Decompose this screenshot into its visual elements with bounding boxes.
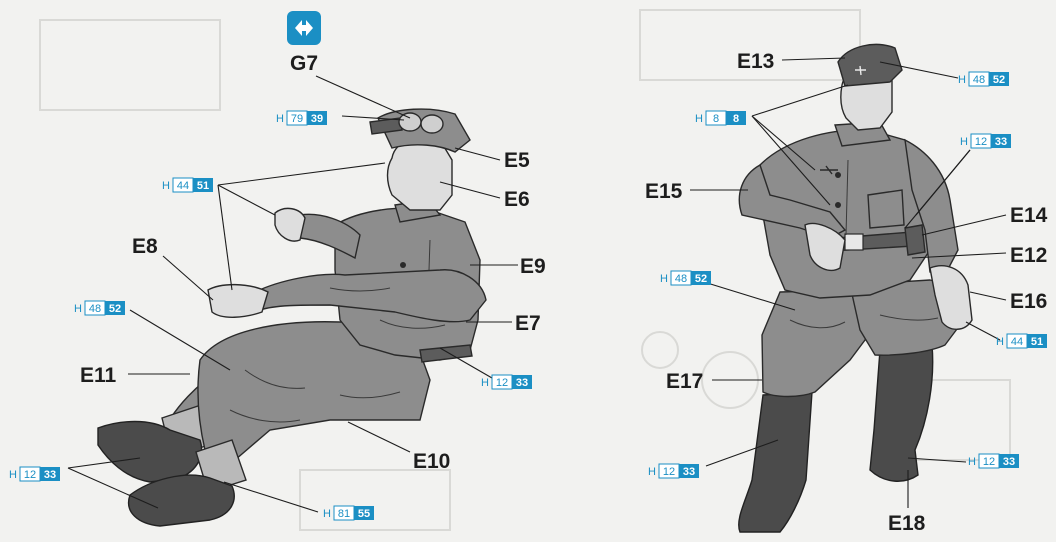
paint-code-chip: H 48 52 <box>660 271 711 285</box>
paint-prefix: H <box>968 456 976 468</box>
paint-code-a: 48 <box>675 273 687 285</box>
paint-code-b: 8 <box>733 113 739 125</box>
paint-code-b: 55 <box>358 508 370 520</box>
paint-code-a: 12 <box>975 136 987 148</box>
paint-code-b: 52 <box>109 303 121 315</box>
paint-prefix: H <box>695 113 703 125</box>
paint-prefix: H <box>323 508 331 520</box>
paint-code-a: 79 <box>291 113 303 125</box>
part-label-e5: E5 <box>504 149 530 172</box>
part-label-e11: E11 <box>80 364 117 387</box>
paint-code-a: 12 <box>24 469 36 481</box>
paint-code-chip: H 79 39 <box>276 111 327 125</box>
paint-code-b: 33 <box>683 466 695 478</box>
paint-code-b: 39 <box>311 113 323 125</box>
paint-prefix: H <box>162 180 170 192</box>
part-label-e17: E17 <box>666 370 703 393</box>
paint-code-b: 51 <box>1031 336 1043 348</box>
part-label-e14: E14 <box>1010 204 1048 227</box>
paint-code-b: 52 <box>695 273 707 285</box>
paint-code-a: 12 <box>983 456 995 468</box>
paint-code-a: 81 <box>338 508 350 520</box>
paint-code-a: 48 <box>89 303 101 315</box>
paint-prefix: H <box>481 377 489 389</box>
part-label-e9: E9 <box>520 255 546 278</box>
paint-prefix: H <box>960 136 968 148</box>
paint-prefix: H <box>660 273 668 285</box>
paint-code-a: 44 <box>1011 336 1023 348</box>
paint-code-chip: H 44 51 <box>162 178 213 192</box>
right-seated-figure <box>739 44 972 532</box>
paint-code-b: 33 <box>516 377 528 389</box>
part-label-e12: E12 <box>1010 244 1047 267</box>
paint-code-chip: H 12 33 <box>648 464 699 478</box>
paint-prefix: H <box>276 113 284 125</box>
paint-code-chip: H 48 52 <box>74 301 125 315</box>
g7-badge: G7 <box>287 11 321 75</box>
paint-code-b: 33 <box>44 469 56 481</box>
paint-code-chip: H 48 52 <box>958 72 1009 86</box>
paint-code-b: 52 <box>993 74 1005 86</box>
paint-prefix: H <box>958 74 966 86</box>
part-label-e8: E8 <box>132 235 158 258</box>
paint-code-b: 51 <box>197 180 209 192</box>
paint-code-a: 12 <box>496 377 508 389</box>
paint-prefix: H <box>996 336 1004 348</box>
part-label-e13: E13 <box>737 50 774 73</box>
paint-code-chip: H 81 55 <box>323 506 374 520</box>
paint-prefix: H <box>9 469 17 481</box>
part-label-e10: E10 <box>413 450 450 473</box>
paint-code-a: 12 <box>663 466 675 478</box>
paint-code-chip: H 12 33 <box>9 467 60 481</box>
part-label-e7: E7 <box>515 312 541 335</box>
paint-code-b: 33 <box>1003 456 1015 468</box>
part-label-e15: E15 <box>645 180 683 203</box>
paint-code-b: 33 <box>995 136 1007 148</box>
paint-code-chip: H 12 33 <box>968 454 1019 468</box>
paint-prefix: H <box>648 466 656 478</box>
part-label-e18: E18 <box>888 512 926 535</box>
paint-code-a: 44 <box>177 180 189 192</box>
g7-label: G7 <box>290 52 318 75</box>
paint-code-chip: H 44 51 <box>996 334 1047 348</box>
paint-code-a: 8 <box>713 113 719 125</box>
paint-code-chip: H 12 33 <box>960 134 1011 148</box>
part-label-e16: E16 <box>1010 290 1047 313</box>
paint-prefix: H <box>74 303 82 315</box>
part-label-e6: E6 <box>504 188 530 211</box>
paint-code-chip: H 12 33 <box>481 375 532 389</box>
paint-code-a: 48 <box>973 74 985 86</box>
